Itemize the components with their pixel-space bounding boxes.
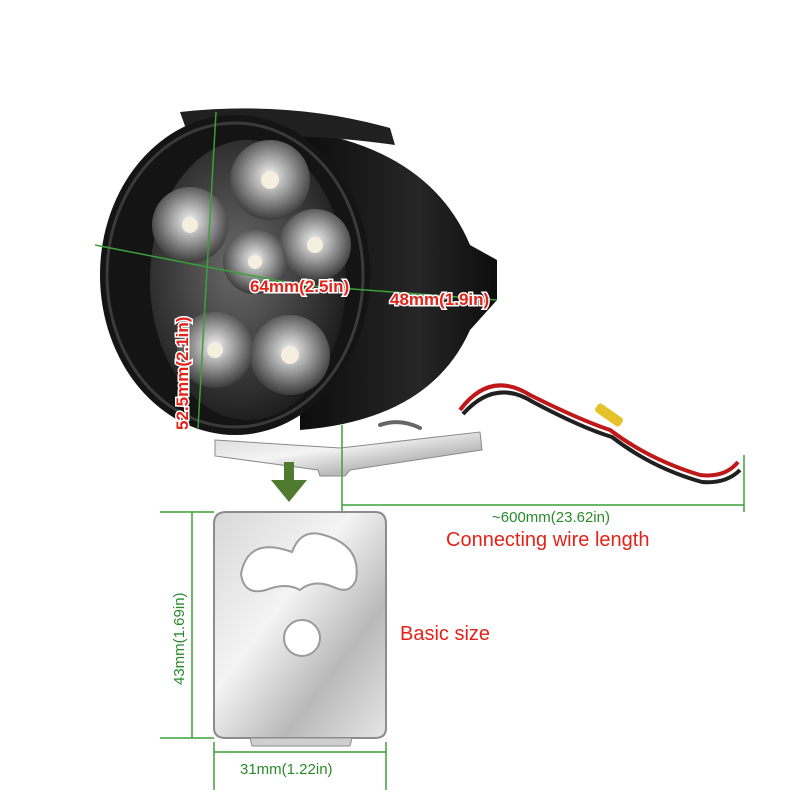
black-wire — [461, 390, 742, 485]
bracket-key-slot — [239, 532, 358, 593]
basic-size-caption: Basic size — [400, 623, 490, 645]
led-chip — [261, 171, 279, 189]
led-chip — [281, 346, 299, 364]
bracket-mount-hole — [283, 619, 321, 657]
wire-connector — [595, 403, 623, 427]
height-dimension-line — [197, 111, 217, 429]
depth-dimension-line — [299, 284, 498, 301]
wire-length-caption: Connecting wire length — [446, 529, 649, 551]
led-chip — [207, 342, 223, 358]
lamp-bezel-rim-highlight — [105, 121, 365, 429]
height-front-label: 52.5mm(2.1in) — [173, 317, 192, 430]
red-wire — [458, 383, 740, 478]
depth-label: 48mm(1.9in) — [390, 290, 489, 309]
width-dimension-line — [94, 244, 301, 286]
down-arrow-icon — [271, 462, 307, 502]
lamp-dimension-lines — [94, 111, 745, 512]
wire-length-value: ~600mm(23.62in) — [492, 509, 610, 526]
bracket-plate — [213, 511, 387, 747]
led-chip — [307, 237, 323, 253]
lamp-mount-bracket — [214, 431, 483, 477]
connecting-wires — [458, 383, 742, 485]
led-chip — [182, 217, 198, 233]
bracket-plate-bottom-lip — [249, 737, 353, 747]
width-front-label: 64mm(2.5in) — [250, 277, 349, 296]
lamp-mount-slot — [378, 420, 422, 430]
bracket-height-label: 43mm(1.69in) — [171, 592, 188, 685]
bracket-dimension-lines — [160, 511, 387, 790]
led-chip — [248, 255, 262, 269]
bracket-width-label: 31mm(1.22in) — [240, 761, 333, 778]
